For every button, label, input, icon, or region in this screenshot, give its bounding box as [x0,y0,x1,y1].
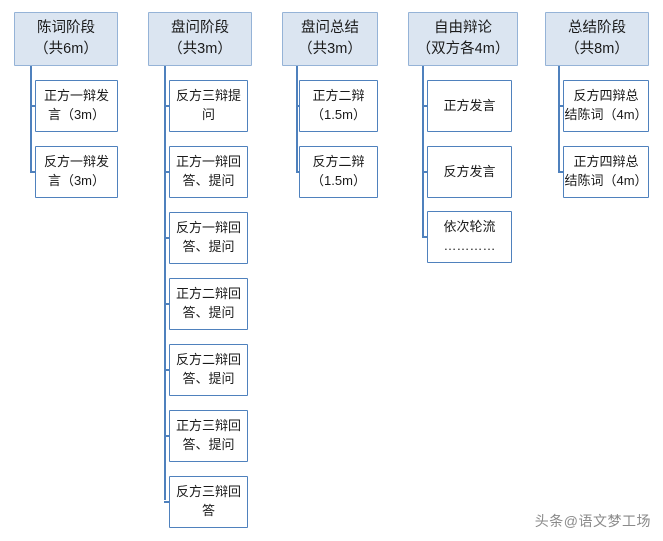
connector-arm-col-summary-1 [558,171,563,173]
stage-step-col-cross-exam-4: 反方二辩回 答、提问 [169,344,248,396]
stage-step-col-cross-exam-2: 反方一辩回 答、提问 [169,212,248,264]
connector-arm-col-cross-exam-0 [164,105,169,107]
stage-step-col-cross-exam-5: 正方三辩回 答、提问 [169,410,248,462]
connector-spine-col-summary [558,66,560,172]
watermark: 头条@语文梦工场 [534,513,651,529]
stage-header-col-summary: 总结阶段 （共8m） [545,12,649,66]
connector-arm-col-free-debate-0 [422,105,427,107]
connector-arm-col-free-debate-1 [422,171,427,173]
stage-step-col-cross-summary-0: 正方二辩 （1.5m） [299,80,378,132]
connector-arm-col-cross-exam-4 [164,369,169,371]
stage-step-col-cross-exam-6: 反方三辩回 答 [169,476,248,528]
stage-header-col-statement: 陈词阶段 （共6m） [14,12,118,66]
connector-spine-col-free-debate [422,66,424,237]
connector-arm-col-summary-0 [558,105,563,107]
stage-step-col-cross-exam-1: 正方一辩回 答、提问 [169,146,248,198]
connector-spine-col-statement [30,66,32,172]
stage-step-col-free-debate-2: 依次轮流 ………… [427,211,512,263]
stage-step-col-statement-0: 正方一辩发 言（3m） [35,80,118,132]
connector-arm-col-cross-summary-1 [296,171,299,173]
connector-arm-col-cross-exam-3 [164,303,169,305]
stage-step-col-summary-0: 反方四辩总 结陈词（4m） [563,80,649,132]
stage-header-col-cross-exam: 盘问阶段 （共3m） [148,12,252,66]
connector-arm-col-free-debate-2 [422,236,427,238]
connector-spine-col-cross-exam [164,66,166,500]
connector-arm-col-cross-summary-0 [296,105,299,107]
stage-header-col-free-debate: 自由辩论 （双方各4m） [408,12,518,66]
stage-step-col-free-debate-1: 反方发言 [427,146,512,198]
stage-step-col-cross-exam-0: 反方三辩提 问 [169,80,248,132]
stage-step-col-cross-exam-3: 正方二辩回 答、提问 [169,278,248,330]
connector-arm-col-cross-exam-2 [164,237,169,239]
connector-arm-col-cross-exam-1 [164,171,169,173]
connector-arm-col-statement-0 [30,105,35,107]
stage-header-col-cross-summary: 盘问总结 （共3m） [282,12,378,66]
connector-spine-col-cross-summary [296,66,298,172]
connector-arm-col-statement-1 [30,171,35,173]
stage-step-col-free-debate-0: 正方发言 [427,80,512,132]
stage-step-col-statement-1: 反方一辩发 言（3m） [35,146,118,198]
stage-step-col-cross-summary-1: 反方二辩 （1.5m） [299,146,378,198]
stage-step-col-summary-1: 正方四辩总 结陈词（4m） [563,146,649,198]
connector-arm-col-cross-exam-5 [164,435,169,437]
connector-arm-col-cross-exam-6 [164,501,169,503]
